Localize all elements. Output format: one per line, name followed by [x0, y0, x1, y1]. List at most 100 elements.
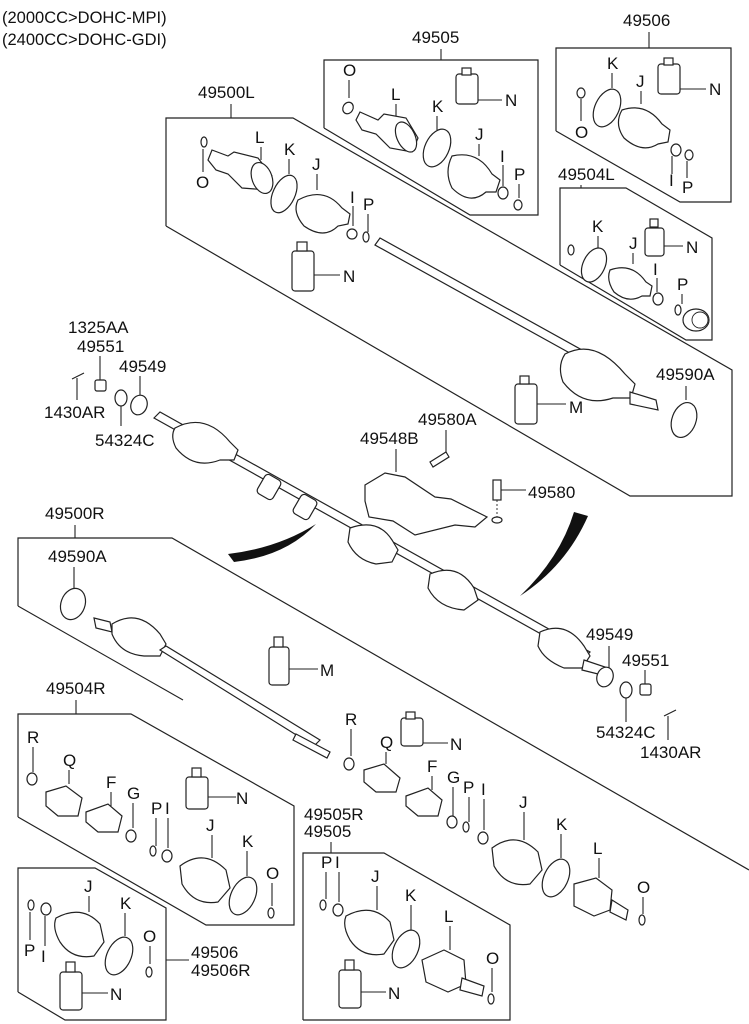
callout-49549-right[interactable]: 49549 — [586, 625, 633, 644]
part-label-Q[interactable]: Q — [63, 751, 76, 770]
part-label-N[interactable]: N — [505, 91, 517, 110]
callout-54324C-right[interactable]: 54324C — [596, 723, 656, 742]
part-label-K[interactable]: K — [242, 832, 254, 851]
abs-tone-ring — [670, 401, 698, 439]
part-label-J[interactable]: J — [629, 234, 638, 253]
part-label-P[interactable]: P — [24, 941, 35, 960]
callout-1325AA[interactable]: 1325AA — [68, 318, 129, 337]
part-label-N[interactable]: N — [709, 80, 721, 99]
part-label-O[interactable]: O — [266, 864, 279, 883]
part-label-I[interactable]: I — [335, 853, 340, 872]
part-label-N[interactable]: N — [110, 985, 122, 1004]
group-code-49506[interactable]: 49506 — [191, 943, 238, 962]
callout-49580[interactable]: 49580 — [528, 483, 575, 502]
group-code-49504L[interactable]: 49504L — [558, 165, 615, 184]
main-drive-shaft-assembly — [153, 411, 609, 677]
part-label-J[interactable]: J — [519, 793, 528, 812]
part-label-P[interactable]: P — [363, 195, 374, 214]
callout-49551[interactable]: 49551 — [77, 337, 124, 356]
part-label-P[interactable]: P — [682, 178, 693, 197]
part-label-J[interactable]: J — [636, 72, 645, 91]
hub-hardware-left: 1325AA 49551 49549 54324C 1430AR — [44, 318, 166, 450]
part-label-K[interactable]: K — [120, 894, 132, 913]
part-label-O[interactable]: O — [575, 123, 588, 142]
part-label-J[interactable]: J — [206, 816, 215, 835]
callout-1430AR[interactable]: 1430AR — [44, 403, 105, 422]
part-label-K[interactable]: K — [405, 886, 417, 905]
part-label-G[interactable]: G — [127, 784, 140, 803]
callout-1430AR-right[interactable]: 1430AR — [640, 743, 701, 762]
part-label-M[interactable]: M — [569, 398, 583, 417]
callout-49580A[interactable]: 49580A — [418, 410, 477, 429]
part-label-I[interactable]: I — [669, 171, 674, 190]
part-label-P[interactable]: P — [151, 799, 162, 818]
group-49505-top: 49505 O L K N J I P — [323, 28, 539, 216]
part-label-F[interactable]: F — [427, 757, 437, 776]
group-49505R: 49505R 49505 P I J K L O N — [302, 805, 511, 1021]
part-label-O[interactable]: O — [637, 878, 650, 897]
part-label-R[interactable]: R — [27, 728, 39, 747]
part-label-J[interactable]: J — [84, 877, 93, 896]
part-label-M[interactable]: M — [320, 661, 334, 680]
part-label-O[interactable]: O — [343, 61, 356, 80]
part-label-K[interactable]: K — [607, 54, 619, 73]
part-label-N[interactable]: N — [236, 789, 248, 808]
axle-nut — [94, 379, 107, 392]
part-label-L[interactable]: L — [444, 907, 453, 926]
part-label-I[interactable]: I — [653, 260, 658, 279]
part-label-L[interactable]: L — [593, 839, 602, 858]
part-label-P[interactable]: P — [677, 275, 688, 294]
part-label-N[interactable]: N — [388, 984, 400, 1003]
group-code-49506[interactable]: 49506 — [623, 11, 670, 30]
rotation-arrow-right — [520, 512, 588, 596]
group-code-49500R[interactable]: 49500R — [45, 504, 105, 523]
part-label-J[interactable]: J — [475, 125, 484, 144]
part-label-O[interactable]: O — [143, 927, 156, 946]
part-label-L[interactable]: L — [255, 128, 264, 147]
boot-J-part — [447, 154, 501, 199]
part-label-P[interactable]: P — [321, 853, 332, 872]
group-code-49506R[interactable]: 49506R — [191, 961, 251, 980]
part-label-J[interactable]: J — [371, 867, 380, 886]
callout-49549[interactable]: 49549 — [119, 357, 166, 376]
part-label-N[interactable]: N — [686, 238, 698, 257]
group-49504L: 49504L K J N I P — [558, 165, 713, 341]
bracket-49548B — [364, 472, 489, 536]
group-code-49505[interactable]: 49505 — [412, 28, 459, 47]
part-label-I[interactable]: I — [481, 780, 486, 799]
engine-spec-line-2: (2400CC>DOHC-GDI) — [2, 31, 167, 49]
part-label-N[interactable]: N — [450, 735, 462, 754]
group-code-49505[interactable]: 49505 — [304, 822, 351, 841]
callout-49590A[interactable]: 49590A — [656, 365, 715, 384]
part-label-G[interactable]: G — [447, 768, 460, 787]
o-ring-part — [342, 101, 354, 115]
part-label-F[interactable]: F — [106, 773, 116, 792]
group-code-49504R[interactable]: 49504R — [46, 679, 106, 698]
part-label-O[interactable]: O — [486, 949, 499, 968]
callout-49551-right[interactable]: 49551 — [622, 651, 669, 670]
part-label-K[interactable]: K — [432, 97, 444, 116]
group-code-49500L[interactable]: 49500L — [198, 83, 255, 102]
group-code-49505R[interactable]: 49505R — [304, 805, 364, 824]
part-label-J[interactable]: J — [312, 155, 321, 174]
part-label-R[interactable]: R — [345, 710, 357, 729]
part-label-N[interactable]: N — [343, 267, 355, 286]
part-label-K[interactable]: K — [556, 815, 568, 834]
group-box — [323, 59, 539, 216]
engine-spec-line-1: (2000CC>DOHC-MPI) — [2, 9, 167, 27]
part-label-K[interactable]: K — [284, 140, 296, 159]
part-label-O[interactable]: O — [196, 173, 209, 192]
part-label-Q[interactable]: Q — [380, 733, 393, 752]
group-49506R: J K P I O N 49506 49506R — [17, 867, 251, 1021]
part-label-I[interactable]: I — [165, 799, 170, 818]
part-label-I[interactable]: I — [500, 147, 505, 166]
part-label-I[interactable]: I — [41, 947, 46, 966]
part-label-P[interactable]: P — [463, 778, 474, 797]
part-label-I[interactable]: I — [350, 188, 355, 207]
part-label-L[interactable]: L — [391, 85, 400, 104]
callout-54324C[interactable]: 54324C — [95, 431, 155, 450]
callout-49590A-left[interactable]: 49590A — [48, 547, 107, 566]
part-label-P[interactable]: P — [514, 165, 525, 184]
callout-49548B[interactable]: 49548B — [360, 429, 419, 448]
part-label-K[interactable]: K — [592, 217, 604, 236]
